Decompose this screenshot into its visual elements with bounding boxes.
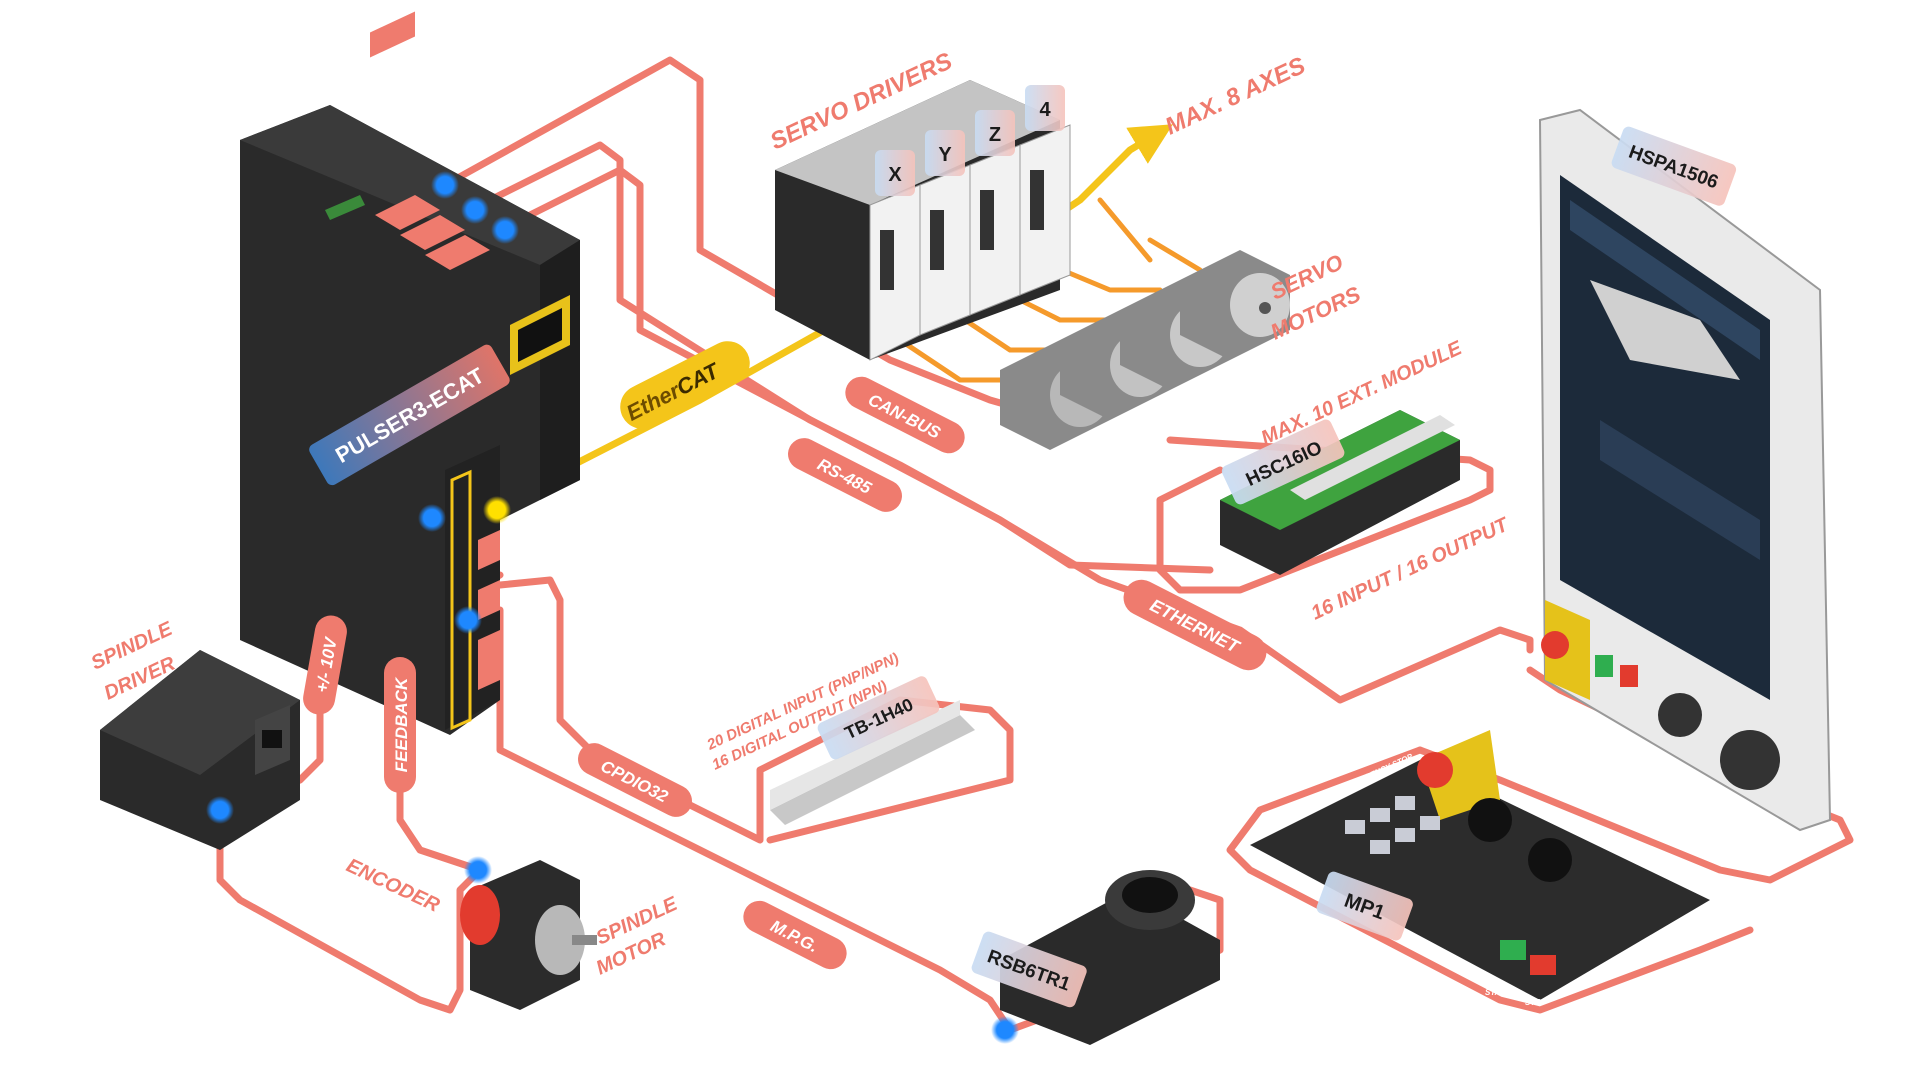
panel-start-text: START — [1485, 988, 1512, 997]
axis-x-label: X — [888, 164, 902, 186]
spindle-motor[interactable] — [460, 860, 597, 1010]
controller-pulser3-ecat[interactable] — [240, 11, 580, 735]
io-module-hsc16io[interactable] — [1220, 410, 1460, 575]
control-panel-tag: MP1 — [1316, 871, 1413, 941]
panel-stop-text: STOP — [1525, 998, 1547, 1007]
mpg-pill: M.P.G. — [743, 900, 847, 970]
servo-motors[interactable] — [1000, 250, 1290, 450]
spindle-driver[interactable] — [100, 650, 300, 850]
axis-4-label: 4 — [1039, 99, 1051, 121]
rs485-pill: RS-485 — [788, 438, 902, 512]
control-panel-mp1[interactable] — [1250, 730, 1710, 1000]
cpdio-pill: CPDIO32 — [578, 743, 692, 817]
emergency-stop-icon[interactable] — [1417, 752, 1453, 788]
axis-y-label: Y — [938, 144, 952, 166]
hmi-hspa1506[interactable] — [1538, 108, 1832, 832]
max-axes-label: MAX. 8 AXES — [1161, 52, 1309, 140]
analog-pill: +/- 10V — [303, 615, 347, 715]
handwheel-rsb6tr1[interactable] — [1000, 870, 1220, 1045]
encoder-label: ENCODER — [343, 855, 443, 917]
port-indicators — [206, 171, 1019, 1044]
svg-text:FEEDBACK: FEEDBACK — [392, 676, 411, 772]
axis-tags: X Y Z 4 — [875, 85, 1065, 196]
ethercat-pill: Ether CAT — [620, 341, 750, 429]
terminal-board-tb1h40[interactable] — [770, 700, 975, 825]
axis-z-label: Z — [989, 124, 1001, 146]
feedback-pill: FEEDBACK — [384, 657, 416, 793]
